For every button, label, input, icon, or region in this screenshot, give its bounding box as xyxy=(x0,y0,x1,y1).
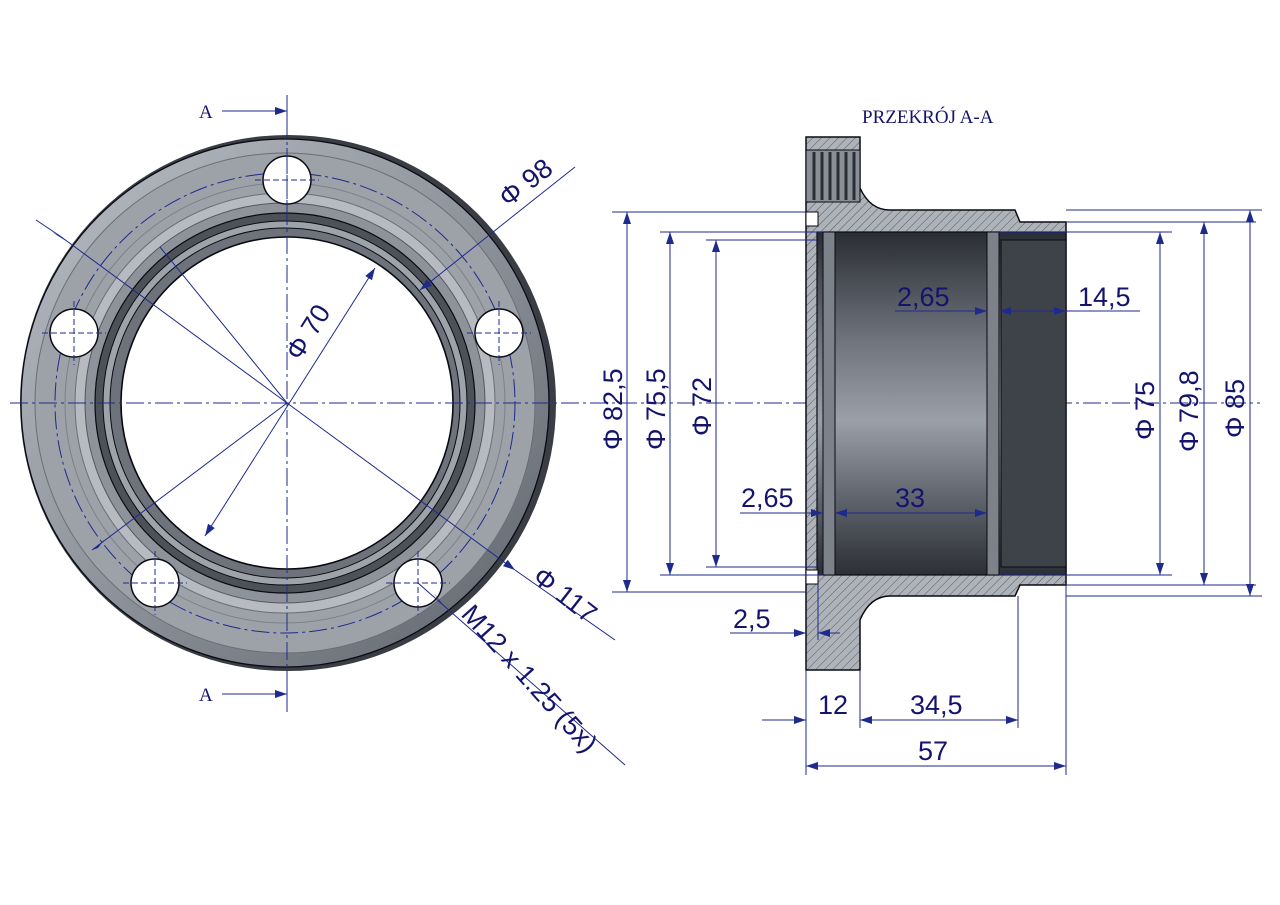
groove-right xyxy=(986,231,1000,576)
dim-length-34-5: 34,5 xyxy=(910,690,963,720)
section-marker-bottom: A xyxy=(199,685,213,706)
section-view: PRZEKRÓJ A-A Φ 82,5 Φ 75,5 xyxy=(598,106,1262,775)
dim-groove-width-top: 2,65 xyxy=(897,282,950,312)
dim-length-57: 57 xyxy=(918,736,948,766)
front-view: A A Φ 98 Φ 70 Φ 117 M12 x 1.25 (5x) xyxy=(10,95,1260,766)
dim-step-2-5: 2,5 xyxy=(733,604,771,634)
dim-diameter-75: Φ 75 xyxy=(1130,381,1160,440)
dim-diameter-79-8: Φ 79,8 xyxy=(1174,370,1204,452)
section-title: PRZEKRÓJ A-A xyxy=(862,106,994,128)
section-marker-top: A xyxy=(199,102,213,123)
dim-diameter-72: Φ 72 xyxy=(687,377,717,436)
dim-length-12: 12 xyxy=(818,690,848,720)
dim-diameter-82-5: Φ 82,5 xyxy=(598,368,628,450)
dim-diameter-98: Φ 98 xyxy=(493,153,558,213)
groove-left xyxy=(822,231,836,576)
dim-diameter-117: Φ 117 xyxy=(527,561,602,629)
dim-diameter-75-5: Φ 75,5 xyxy=(641,368,671,450)
dim-groove-width-bottom: 2,65 xyxy=(741,483,794,513)
dim-diameter-85: Φ 85 xyxy=(1220,379,1250,438)
dim-length-33: 33 xyxy=(895,483,925,513)
dim-length-14-5: 14,5 xyxy=(1078,282,1131,312)
